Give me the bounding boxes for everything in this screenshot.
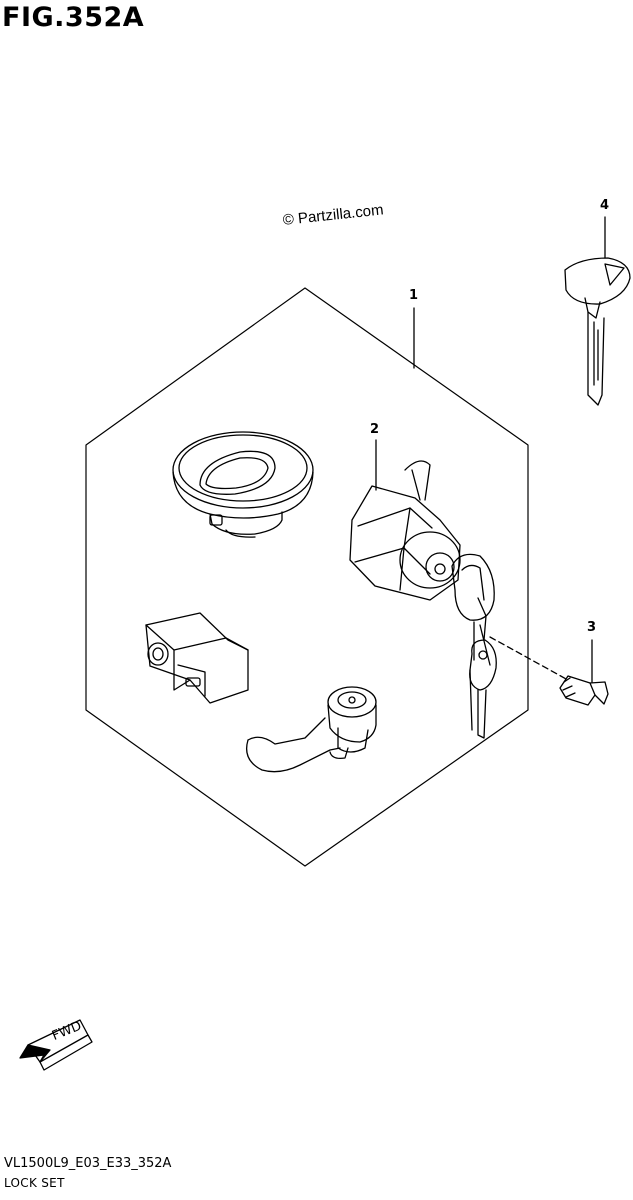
leader-line-key-to-bolt: [489, 636, 569, 681]
fuel-cap-part: [172, 431, 314, 538]
main-lock-part: [349, 460, 497, 739]
callout-1: 1: [409, 288, 419, 303]
seat-lock-block-part: [145, 612, 249, 704]
callout-3: 3: [587, 620, 597, 635]
lock-set-boundary: [85, 287, 529, 867]
bolt-part: [559, 675, 609, 706]
callout-2: 2: [370, 422, 380, 437]
drawing-code: VL1500L9_E03_E33_352A: [4, 1156, 172, 1171]
callout-4: 4: [600, 198, 610, 213]
cylinder-lock-part: [245, 686, 377, 773]
figure-caption: LOCK SET: [4, 1176, 65, 1190]
figure-title: FIG.352A: [2, 2, 145, 33]
key-part: [564, 257, 631, 406]
fwd-arrow: [19, 1019, 93, 1071]
